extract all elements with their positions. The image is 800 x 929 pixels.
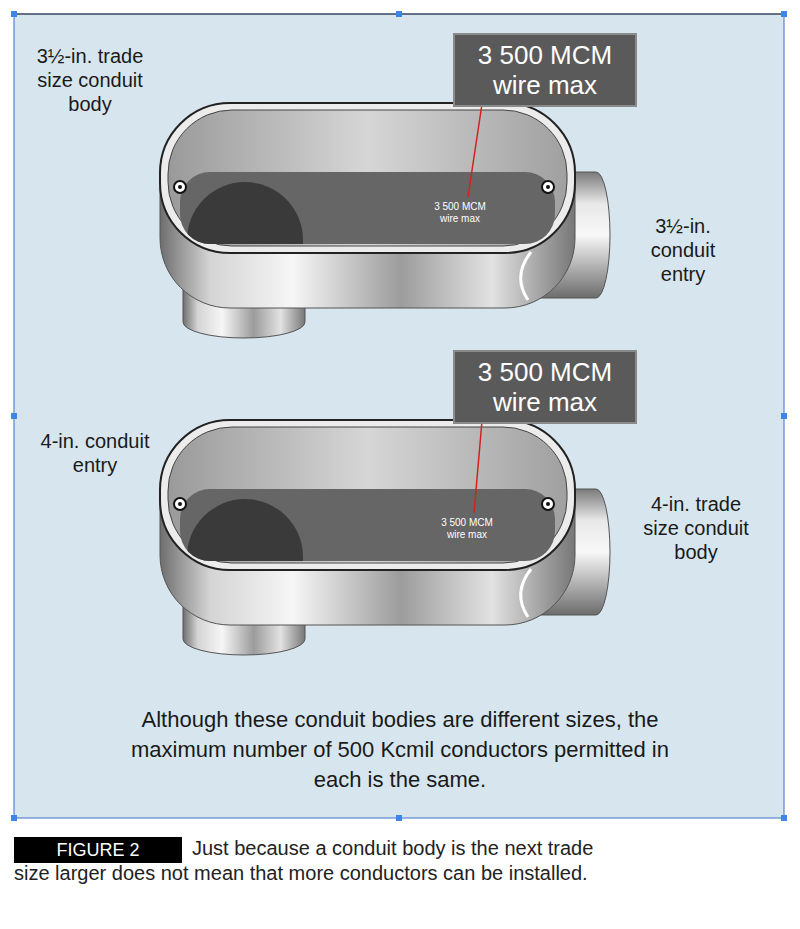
leader-line <box>468 104 482 197</box>
leader-line <box>474 421 482 513</box>
callout-box: 3 500 MCM wire max <box>453 350 637 424</box>
conduit-body <box>160 103 610 338</box>
note-text: Although these conduit bodies are differ… <box>120 705 680 795</box>
selection-handles <box>11 11 787 821</box>
node-text: FIGURE 2 <box>23 839 173 861</box>
floor-marking: 3 500 MCM wire max <box>435 517 499 541</box>
callout-box: 3 500 MCM wire max <box>453 33 637 107</box>
part-label: 3½-in. conduit entry <box>628 214 738 286</box>
conduit-body <box>160 420 610 655</box>
part-label: 3½-in. trade size conduit body <box>25 44 155 116</box>
figure-badge: FIGURE 2 <box>14 837 182 863</box>
node-text: 3 500 MCM wire max <box>463 40 627 100</box>
panel <box>14 14 784 818</box>
node-text: 3 500 MCM wire max <box>463 357 627 417</box>
floor-marking: 3 500 MCM wire max <box>428 201 492 225</box>
part-label: 4-in. conduit entry <box>30 429 160 477</box>
figure-caption: Just because a conduit body is the next … <box>14 836 599 886</box>
part-label: 4-in. trade size conduit body <box>636 492 756 564</box>
